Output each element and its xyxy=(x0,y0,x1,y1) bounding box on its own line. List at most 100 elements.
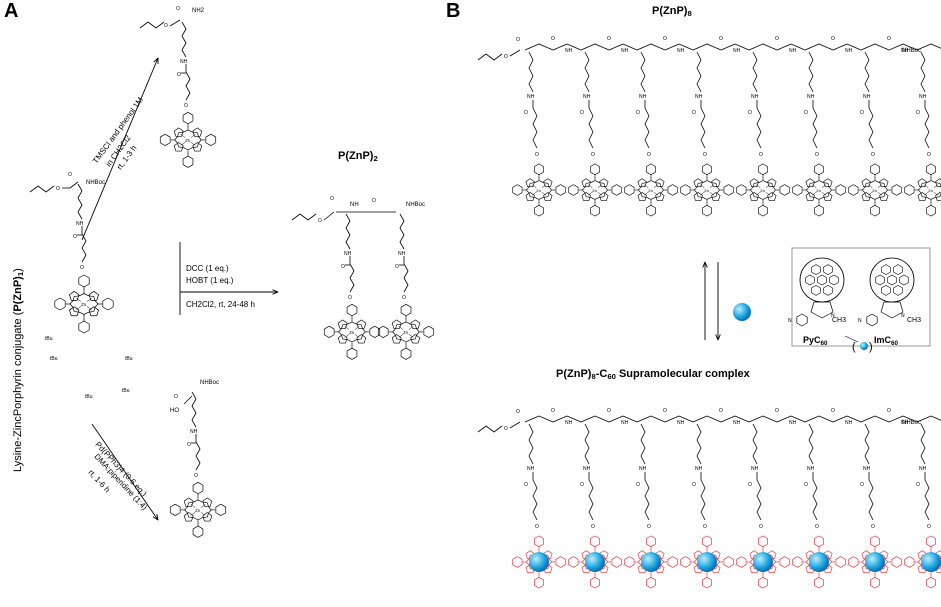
atom-label: NH xyxy=(527,466,535,472)
pyrrole-ring xyxy=(69,291,80,301)
meso-phenyl-left xyxy=(736,184,747,196)
zn-n-bond xyxy=(76,297,82,302)
complex-label: P(ZnP)8-C60 Supramolecular complex xyxy=(556,368,750,381)
zn-n-bond xyxy=(76,306,82,311)
atom-label: NH xyxy=(807,466,815,472)
zn-n-bond xyxy=(541,192,547,196)
zn-n-bond xyxy=(86,306,92,311)
boc-group: NHBoc xyxy=(406,202,425,208)
meso-phenyl-right xyxy=(215,503,227,516)
meso-phenyl-left xyxy=(169,503,181,516)
meso-phenyl-right xyxy=(423,325,435,338)
zinc-atom: Zn xyxy=(928,188,933,193)
meso-phenyl-bottom xyxy=(346,347,358,360)
carbonyl-o: O xyxy=(341,264,345,270)
meso-phenyl-bottom xyxy=(78,320,90,334)
atom-label: NH xyxy=(901,420,909,426)
amide-nh: NH xyxy=(190,429,198,435)
pyrrole-ring xyxy=(711,192,721,201)
zn-n-bond xyxy=(180,134,186,138)
arrow-head xyxy=(272,289,279,295)
atom-label: NH xyxy=(733,48,741,54)
bond xyxy=(696,51,702,93)
atom-label: O xyxy=(524,110,528,116)
pyrrole-ring xyxy=(356,319,367,329)
atom-label: O xyxy=(516,409,520,415)
meso-phenyl-top xyxy=(182,112,194,125)
coupling-reagent-1: DCC (1 eq.) xyxy=(186,264,229,273)
amide-nh: NH xyxy=(180,59,188,65)
bond xyxy=(640,51,646,93)
bond xyxy=(183,395,193,405)
bond xyxy=(644,107,650,149)
carbonyl-o: O xyxy=(177,72,181,78)
bond xyxy=(524,415,941,423)
coupling-reagent-3: CH2Cl2, rt, 24-48 h xyxy=(186,300,255,309)
meso-phenyl-left xyxy=(377,325,389,338)
cage-hexagon xyxy=(811,264,821,275)
atom-label: O xyxy=(860,110,864,116)
pyc60-methyl: CH3 xyxy=(832,317,847,324)
c60-fullerene xyxy=(809,552,829,572)
meso-phenyl-right xyxy=(835,184,846,196)
pyrrole-ring xyxy=(749,192,759,201)
pyrrole-ring xyxy=(192,142,203,152)
meso-phenyl-left xyxy=(792,184,803,196)
zinc-porphyrin: Zn xyxy=(54,274,114,334)
zn-n-bond xyxy=(408,334,414,338)
pyrrole-ring xyxy=(173,142,184,152)
bond xyxy=(584,423,590,465)
c60-fullerene xyxy=(753,552,773,572)
atom-label: NH xyxy=(583,94,591,100)
boc-group: NHBoc xyxy=(86,180,105,186)
ether-o: O xyxy=(184,103,188,109)
atom-label: O xyxy=(591,524,595,530)
zinc-porphyrin: Zn xyxy=(848,163,902,217)
zn-n-bond xyxy=(200,504,206,508)
conjugate-side-label: Lysine-ZincPorphyrin conjugate (P(ZnP)1) xyxy=(12,268,25,472)
imidazole-linker xyxy=(866,313,878,327)
meso-phenyl-top xyxy=(758,163,768,176)
zn-n-bond xyxy=(180,142,186,146)
meso-phenyl-left xyxy=(512,556,523,568)
atom-label: NH xyxy=(695,466,703,472)
meso-phenyl-bottom xyxy=(870,576,880,589)
atom-label: NH xyxy=(565,420,573,426)
atom-label: O xyxy=(703,152,707,158)
meso-phenyl-right xyxy=(205,133,217,146)
zinc-porphyrin: Zn xyxy=(680,163,734,217)
amide-nh: NH xyxy=(76,221,84,227)
meso-phenyl-right xyxy=(723,184,734,196)
atom-label: O xyxy=(372,198,376,204)
zn-n-bond xyxy=(755,184,761,188)
zn-n-bond xyxy=(653,192,659,196)
zn-n-bond xyxy=(190,512,196,516)
pyrrole-ring xyxy=(655,178,665,188)
meso-phenyl-right xyxy=(667,556,678,568)
zn-n-bond xyxy=(653,184,659,188)
atom-label: O xyxy=(692,482,696,488)
atom-label: O xyxy=(535,152,539,158)
zn-n-bond xyxy=(408,326,414,330)
cage-hexagon xyxy=(881,285,891,296)
ether-o: O xyxy=(80,265,84,271)
meso-phenyl-right xyxy=(779,184,790,196)
pyrrole-ring xyxy=(581,192,591,201)
meso-phenyl-bottom xyxy=(814,204,824,217)
product-label: P(ZnP)2 xyxy=(338,150,378,163)
boc-group: NHBoc xyxy=(902,48,921,54)
meso-phenyl-top xyxy=(870,163,880,176)
zinc-porphyrin: Zn xyxy=(792,163,846,217)
zinc-atom: Zn xyxy=(403,330,409,335)
meso-phenyl-left xyxy=(904,556,915,568)
meso-phenyl-top xyxy=(758,535,768,548)
zn-n-bond xyxy=(190,134,196,138)
atom-label: NH xyxy=(845,48,853,54)
atom-label: NH xyxy=(565,48,573,54)
pyrrole-ring xyxy=(183,497,194,507)
arrow-head xyxy=(152,514,159,521)
zinc-porphyrin: Zn xyxy=(512,163,566,217)
